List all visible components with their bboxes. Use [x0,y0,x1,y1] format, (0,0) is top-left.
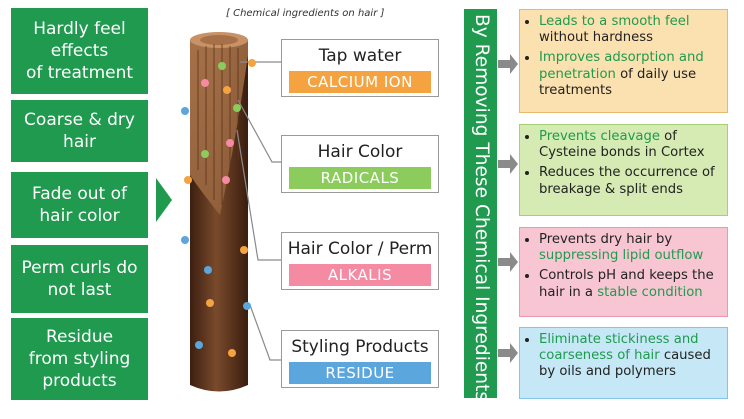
effect-box-dry-hair: Prevents dry hair by suppressing lipid o… [519,227,728,317]
category-tag: CALCIUM ION [289,71,431,93]
category-tag: ALKALIS [289,264,431,286]
hair-illustration [181,32,518,392]
effect-bullet: Leads to a smooth feel without hardness [539,14,721,46]
category-tag: RESIDUE [289,362,431,384]
effect-arrows [498,54,518,363]
effect-bullet: Prevents cleavage of Cysteine bonds in C… [539,129,721,161]
effect-box-smooth: Leads to a smooth feel without hardness … [519,9,728,113]
category-title: Hair Color / Perm [287,239,433,259]
problem-box: Perm curls do not last [11,245,148,313]
problem-box: Hardly feel effects of treatment [11,8,148,94]
problem-box: Residue from styling products [11,318,148,400]
ion-particles [181,59,256,357]
category-hair-color: Hair Color RADICALS [281,135,439,193]
category-tag: RADICALS [289,167,431,189]
effect-box-cleavage: Prevents cleavage of Cysteine bonds in C… [519,124,728,216]
problem-box: Coarse & dry hair [11,100,148,162]
effect-bullet: Prevents dry hair by suppressing lipid o… [539,232,721,264]
diagram-title: [ Chemical ingredients on hair ] [226,8,385,19]
right-arrow-icon [156,178,172,222]
effect-bullet: Improves adsorption and penetration of d… [539,50,721,99]
category-title: Hair Color [317,142,403,162]
category-title: Tap water [318,46,402,66]
category-hair-color-perm: Hair Color / Perm ALKALIS [281,232,439,290]
banner-text: By Removing These Chemical Ingredients..… [471,14,492,419]
effect-box-stickiness: Eliminate stickiness and coarseness of h… [519,327,728,399]
category-styling-products: Styling Products RESIDUE [281,330,439,388]
effect-bullet: Eliminate stickiness and coarseness of h… [539,332,721,381]
category-title: Styling Products [291,337,429,357]
vertical-banner: By Removing These Chemical Ingredients..… [464,9,497,419]
effect-bullet: Controls pH and keeps the hair in a stab… [539,268,721,300]
category-tap-water: Tap water CALCIUM ION [281,39,439,97]
problem-box: Fade out of hair color [11,172,148,238]
effect-bullet: Reduces the occurrence of breakage & spl… [539,165,721,197]
